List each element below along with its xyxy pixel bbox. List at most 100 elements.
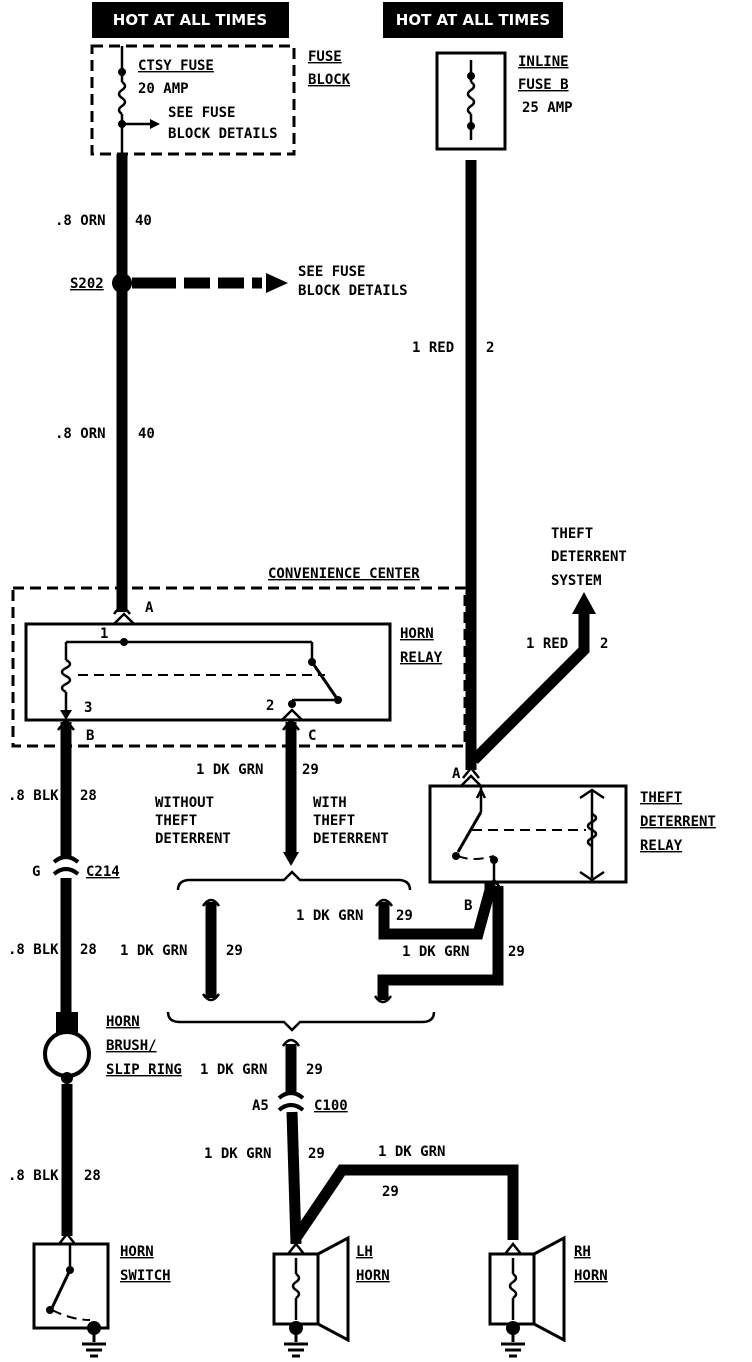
svg-text:HORN: HORN	[356, 1268, 390, 1284]
svg-text:HORN: HORN	[106, 1014, 140, 1030]
svg-text:29: 29	[508, 944, 525, 960]
svg-text:29: 29	[308, 1146, 325, 1162]
svg-text:RH: RH	[574, 1244, 591, 1260]
svg-text:.8 ORN: .8 ORN	[55, 213, 106, 229]
svg-text:SEE FUSE: SEE FUSE	[298, 264, 365, 280]
svg-text:DETERRENT: DETERRENT	[313, 831, 389, 847]
without-theft-jumper: 1 DK GRN 29	[120, 898, 243, 1002]
svg-text:A: A	[145, 600, 154, 616]
svg-text:28: 28	[80, 788, 97, 804]
rh-horn: RH HORN	[488, 1235, 608, 1358]
svg-text:1 DK GRN: 1 DK GRN	[296, 908, 363, 924]
svg-text:25 AMP: 25 AMP	[522, 100, 573, 116]
theft-deterrent-system-label: THEFT DETERRENT SYSTEM	[551, 526, 627, 589]
svg-text:1 DK GRN: 1 DK GRN	[200, 1062, 267, 1078]
with-theft-wiring: 1 DK GRN 29 1 DK GRN 29	[296, 880, 525, 1004]
svg-text:HORN: HORN	[574, 1268, 608, 1284]
theft-deterrent-relay: A B THEFT DETERRENT RELAY	[428, 766, 716, 914]
fuse-rating: 20 AMP	[138, 81, 189, 97]
svg-text:28: 28	[80, 942, 97, 958]
svg-text:.8 BLK: .8 BLK	[8, 1168, 59, 1184]
svg-text:1 DK GRN: 1 DK GRN	[204, 1146, 271, 1162]
brace-bottom	[166, 1011, 436, 1032]
convenience-center-title: CONVENIENCE CENTER	[268, 566, 420, 582]
svg-text:29: 29	[302, 762, 319, 778]
svg-text:29: 29	[306, 1062, 323, 1078]
option-braces	[166, 870, 436, 1032]
horn-relay-title: HORN	[400, 626, 434, 642]
fuse-block-title: FUSE	[308, 49, 342, 65]
horn-coil-icon	[508, 1272, 518, 1300]
svg-text:A: A	[452, 766, 461, 782]
svg-text:1 DK GRN: 1 DK GRN	[196, 762, 263, 778]
relay-coil-icon	[60, 658, 72, 694]
connector-pin-icon	[281, 708, 303, 721]
splice-name: S202	[70, 276, 104, 292]
svg-text:BLOCK: BLOCK	[308, 72, 351, 88]
svg-text:HORN: HORN	[120, 1244, 154, 1260]
svg-text:3: 3	[84, 700, 92, 716]
svg-text:1 RED: 1 RED	[526, 636, 568, 652]
svg-text:SYSTEM: SYSTEM	[551, 573, 602, 589]
svg-text:HOT AT ALL TIMES: HOT AT ALL TIMES	[396, 11, 550, 29]
left-power-label: HOT AT ALL TIMES	[92, 2, 289, 38]
ground-icon	[501, 1330, 525, 1358]
horn-bell-icon	[532, 1235, 566, 1343]
svg-text:B: B	[86, 728, 94, 744]
svg-text:.8 ORN: .8 ORN	[55, 426, 106, 442]
svg-text:DETERRENT: DETERRENT	[640, 814, 716, 830]
svg-text:RELAY: RELAY	[400, 650, 443, 666]
svg-text:2: 2	[486, 340, 494, 356]
svg-text:BRUSH/: BRUSH/	[106, 1038, 157, 1054]
svg-text:RELAY: RELAY	[640, 838, 683, 854]
svg-text:LH: LH	[356, 1244, 373, 1260]
lh-horn: LH HORN	[272, 1235, 390, 1358]
svg-text:DETERRENT: DETERRENT	[551, 549, 627, 565]
relay-coil-icon	[586, 812, 598, 848]
svg-text:1 DK GRN: 1 DK GRN	[378, 1144, 445, 1160]
connector-c214-icon	[52, 855, 80, 864]
horn-coil-icon	[291, 1272, 301, 1300]
svg-text:.8 BLK: .8 BLK	[8, 788, 59, 804]
svg-text:SWITCH: SWITCH	[120, 1268, 171, 1284]
splice-s202: S202 SEE FUSE BLOCK DETAILS	[70, 264, 408, 299]
svg-text:1: 1	[100, 626, 108, 642]
dk-grn-wire-pin-c: 1 DK GRN 29 WITHOUT THEFT DETERRENT WITH…	[155, 717, 389, 866]
svg-text:THEFT: THEFT	[313, 813, 355, 829]
convenience-center: CONVENIENCE CENTER A B C 1 3 2 HORN RELA…	[11, 566, 467, 748]
svg-text:THEFT: THEFT	[640, 790, 682, 806]
fuse-element-icon	[466, 80, 476, 116]
svg-text:1 DK GRN: 1 DK GRN	[402, 944, 469, 960]
svg-text:G: G	[32, 864, 40, 880]
horn-switch: HORN SWITCH	[32, 1242, 171, 1358]
svg-text:FUSE B: FUSE B	[518, 77, 569, 93]
arrow-right-icon	[150, 119, 160, 129]
svg-text:BLOCK DETAILS: BLOCK DETAILS	[168, 126, 278, 142]
right-power-label: HOT AT ALL TIMES	[383, 2, 563, 38]
arrow-up-icon	[572, 592, 596, 614]
dk-grn-wire-to-horns: 1 DK GRN 29 A5 C100 1 DK GRN 29 1 DK GRN…	[200, 1038, 519, 1245]
arrow-right-icon	[266, 273, 288, 293]
svg-text:2: 2	[266, 698, 274, 714]
svg-text:29: 29	[226, 943, 243, 959]
svg-text:28: 28	[84, 1168, 101, 1184]
svg-text:40: 40	[138, 426, 155, 442]
svg-text:40: 40	[135, 213, 152, 229]
relay-switch-arm	[310, 661, 340, 701]
connector-c100-icon	[277, 1091, 305, 1100]
svg-text:BLOCK DETAILS: BLOCK DETAILS	[298, 283, 408, 299]
horn-bell-icon	[316, 1235, 350, 1343]
svg-text:SLIP RING: SLIP RING	[106, 1062, 182, 1078]
slip-ring-icon	[43, 1030, 91, 1078]
fuse-element-icon	[117, 80, 127, 116]
svg-text:B: B	[464, 898, 472, 914]
svg-text:C100: C100	[314, 1098, 348, 1114]
horn-brush-slip-ring: HORN BRUSH/ SLIP RING .8 BLK 28	[8, 1012, 182, 1245]
switch-arm-icon	[50, 1269, 72, 1309]
relay-switch-arm	[456, 811, 483, 853]
svg-text:29: 29	[396, 908, 413, 924]
svg-text:29: 29	[382, 1184, 399, 1200]
svg-text:DETERRENT: DETERRENT	[155, 831, 231, 847]
svg-text:THEFT: THEFT	[155, 813, 197, 829]
